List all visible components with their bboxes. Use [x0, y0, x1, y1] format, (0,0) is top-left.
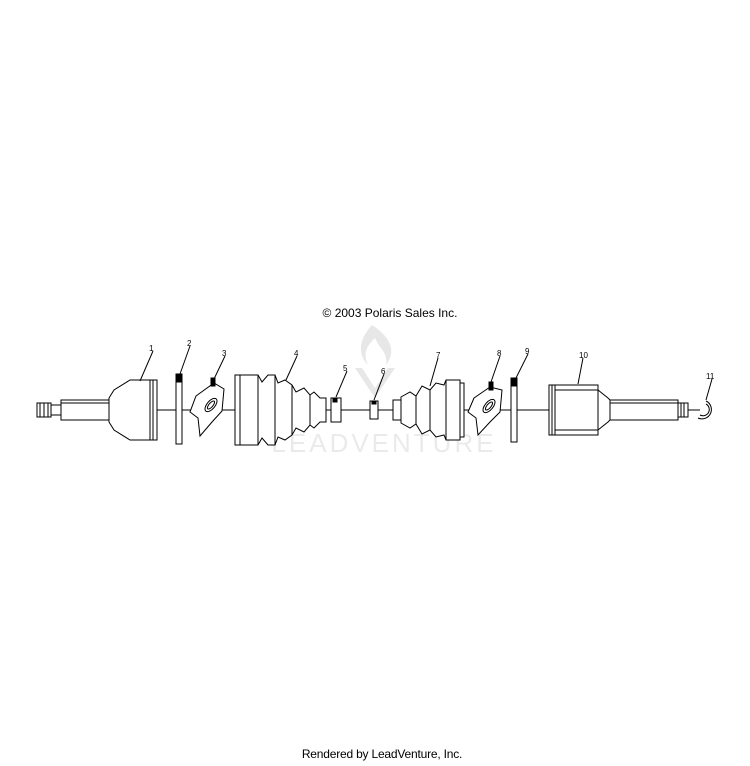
part-1-outer-cv-joint: [36, 379, 158, 441]
callout-labels: 1 2 3 4 5 6 7 8 9 10 11: [149, 339, 715, 381]
callout-9: 9: [525, 347, 530, 356]
callout-1: 1: [149, 344, 154, 353]
callout-10: 10: [579, 351, 588, 360]
part-5-small-clamp: [330, 397, 342, 423]
footer-text: Rendered by LeadVenture, Inc.: [301, 747, 463, 761]
callout-6: 6: [381, 367, 386, 376]
copyright-text: © 2003 Polaris Sales Inc.: [322, 306, 458, 320]
copyright-notice: © 2003 Polaris Sales Inc.: [0, 306, 750, 320]
part-3-bearing-cage: [189, 377, 225, 438]
callout-7: 7: [436, 351, 441, 360]
callout-5: 5: [343, 364, 348, 373]
part-8-bearing-cage: [467, 381, 503, 437]
part-4-outer-boot: [234, 374, 327, 446]
part-9-clamp: [510, 377, 518, 443]
part-10-inner-cv-joint: [548, 384, 689, 436]
footer: Rendered by LeadVenture, Inc.: [0, 747, 750, 761]
watermark-logo: [355, 325, 395, 398]
part-6-small-clamp: [369, 400, 379, 420]
callout-4: 4: [294, 349, 299, 358]
part-7-inner-boot: [392, 379, 465, 441]
callout-11: 11: [706, 372, 715, 381]
callout-8: 8: [497, 349, 502, 358]
callout-2: 2: [187, 339, 192, 348]
leader-lines: [139, 345, 713, 401]
part-11-retaining-ring: [697, 400, 712, 420]
callout-3: 3: [222, 349, 227, 358]
part-2-clamp: [175, 373, 183, 445]
